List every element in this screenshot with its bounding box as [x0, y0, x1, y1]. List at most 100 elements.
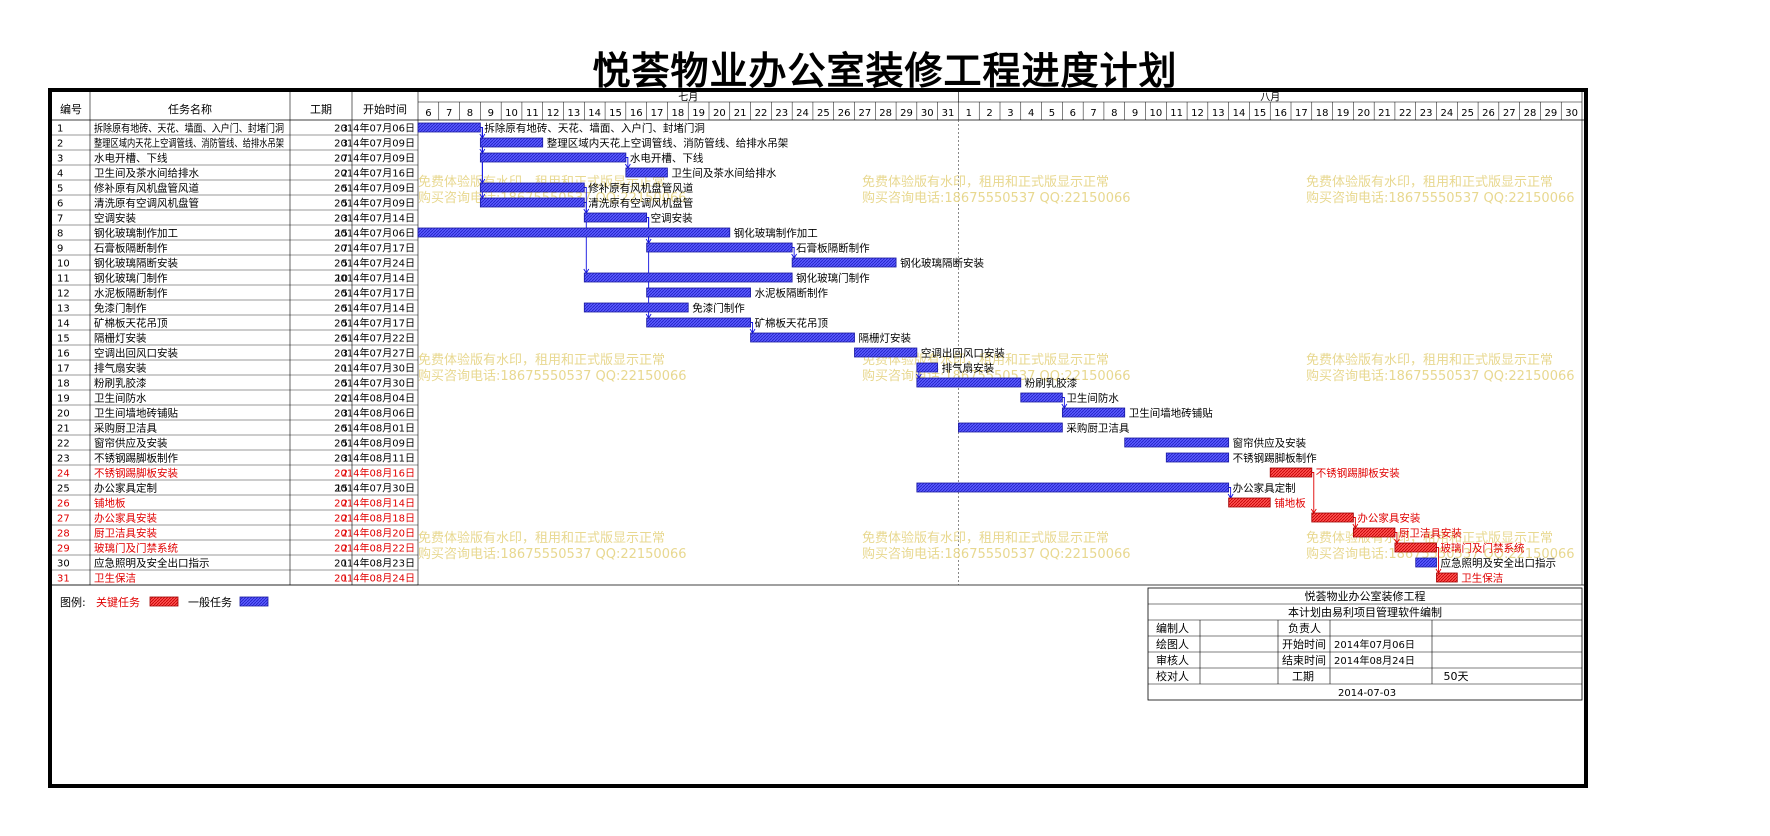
day-label: 30 [1565, 108, 1578, 119]
task-duration: 5 [342, 424, 348, 435]
task-bar[interactable] [1061, 407, 1126, 418]
task-bar[interactable] [916, 377, 1022, 388]
task-id: 12 [57, 289, 70, 300]
task-duration: 2 [342, 544, 348, 555]
bar-label: 整理区域内天花上空调管线、消防管线、给排水吊架 [547, 137, 789, 150]
task-start: 2014年07月22日 [334, 332, 415, 345]
bar-label: 铺地板 [1274, 497, 1306, 510]
task-bar[interactable] [1415, 557, 1437, 568]
task-bar[interactable] [1436, 572, 1458, 583]
task-name: 水泥板隔断制作 [94, 287, 168, 300]
task-name: 卫生间墙地砖铺贴 [94, 407, 178, 420]
page-title: 悦荟物业办公室装修工程进度计划 [592, 48, 1178, 93]
day-label: 23 [1420, 108, 1433, 119]
task-id: 15 [57, 334, 70, 345]
task-bar[interactable] [1228, 497, 1271, 508]
task-duration: 5 [342, 334, 348, 345]
footer-end-value: 2014年08月24日 [1334, 654, 1415, 667]
task-bar[interactable] [417, 227, 731, 238]
task-bar[interactable] [1311, 512, 1354, 523]
day-label: 8 [467, 108, 473, 119]
task-duration: 5 [342, 304, 348, 315]
day-label: 13 [568, 108, 581, 119]
task-bar[interactable] [646, 242, 793, 253]
task-id: 27 [57, 514, 70, 525]
task-bar[interactable] [854, 347, 918, 358]
task-bar[interactable] [958, 422, 1063, 433]
task-start: 2014年08月06日 [334, 407, 415, 420]
task-bar[interactable] [791, 257, 897, 268]
task-name: 厨卫洁具安装 [94, 527, 157, 540]
task-name: 矿棉板天花吊顶 [94, 317, 168, 330]
task-duration: 3 [342, 454, 348, 465]
bar-label: 空调出回风口安装 [921, 347, 1005, 360]
day-label: 20 [713, 108, 726, 119]
bar-label: 矿棉板天花吊顶 [755, 317, 829, 330]
task-start: 2014年07月16日 [334, 167, 415, 180]
day-label: 24 [796, 108, 809, 119]
task-bar[interactable] [479, 152, 627, 163]
task-id: 24 [57, 469, 70, 480]
task-bar[interactable] [916, 482, 1230, 493]
footer-reviewer-label: 审核人 [1156, 653, 1189, 667]
day-label: 27 [859, 108, 872, 119]
task-id: 28 [57, 529, 70, 540]
task-duration: 5 [342, 319, 348, 330]
task-bar[interactable] [417, 122, 481, 133]
day-label: 9 [1132, 108, 1138, 119]
watermark-text: 购买咨询电话:18675550537 QQ:22150066 [1306, 190, 1575, 206]
task-bar[interactable] [916, 362, 939, 373]
bar-label: 修补原有风机盘管风道 [588, 182, 693, 195]
task-bar[interactable] [1124, 437, 1230, 448]
day-label: 10 [1150, 108, 1163, 119]
task-name: 办公家具定制 [94, 482, 157, 495]
day-label: 12 [547, 108, 560, 119]
day-label: 17 [1295, 108, 1308, 119]
task-name: 拆除原有地砖、天花、墙面、入户门、封堵门洞 [94, 122, 284, 135]
task-bar[interactable] [583, 302, 689, 313]
task-bar[interactable] [750, 332, 855, 343]
month-label: 七月 [678, 92, 698, 104]
task-bar[interactable] [625, 167, 668, 178]
bar-label: 不锈钢踢脚板安装 [1316, 467, 1400, 480]
task-bar[interactable] [1352, 527, 1396, 538]
task-duration: 3 [342, 139, 348, 150]
task-bar[interactable] [646, 287, 751, 298]
task-duration: 2 [342, 499, 348, 510]
legend-critical-swatch [149, 596, 179, 607]
task-start: 2014年07月06日 [334, 227, 415, 240]
task-bar[interactable] [1020, 392, 1063, 403]
task-id: 6 [57, 199, 63, 210]
task-duration: 2 [342, 394, 348, 405]
task-bar[interactable] [479, 197, 585, 208]
task-name: 应急照明及安全出口指示 [94, 557, 210, 570]
task-id: 18 [57, 379, 70, 390]
bar-label: 钢化玻璃隔断安装 [900, 257, 984, 270]
task-name: 排气扇安装 [94, 362, 147, 375]
task-bar[interactable] [646, 317, 751, 328]
day-label: 26 [838, 108, 851, 119]
task-bar[interactable] [583, 212, 648, 223]
task-bar[interactable] [1165, 452, 1230, 463]
task-bar[interactable] [1394, 542, 1437, 553]
bar-label: 石膏板隔断制作 [796, 242, 870, 255]
task-bar[interactable] [583, 272, 793, 283]
task-id: 21 [57, 424, 70, 435]
task-start: 2014年08月22日 [334, 542, 415, 555]
task-duration: 1 [342, 559, 348, 570]
task-duration: 10 [335, 274, 348, 285]
task-name: 隔栅灯安装 [94, 332, 147, 345]
bar-label: 空调安装 [651, 212, 693, 225]
task-id: 4 [57, 169, 63, 180]
task-bar[interactable] [1269, 467, 1313, 478]
task-duration: 5 [342, 184, 348, 195]
task-bar[interactable] [479, 137, 544, 148]
day-label: 10 [505, 108, 518, 119]
bar-label: 拆除原有地砖、天花、墙面、入户门、封堵门洞 [484, 122, 705, 135]
day-label: 23 [775, 108, 788, 119]
task-id: 8 [57, 229, 63, 240]
task-bar[interactable] [479, 182, 585, 193]
day-label: 11 [526, 108, 539, 119]
task-name: 钢化玻璃门制作 [94, 272, 168, 285]
watermark-text: 免费体验版有水印，租用和正式版显示正常 [418, 530, 665, 546]
